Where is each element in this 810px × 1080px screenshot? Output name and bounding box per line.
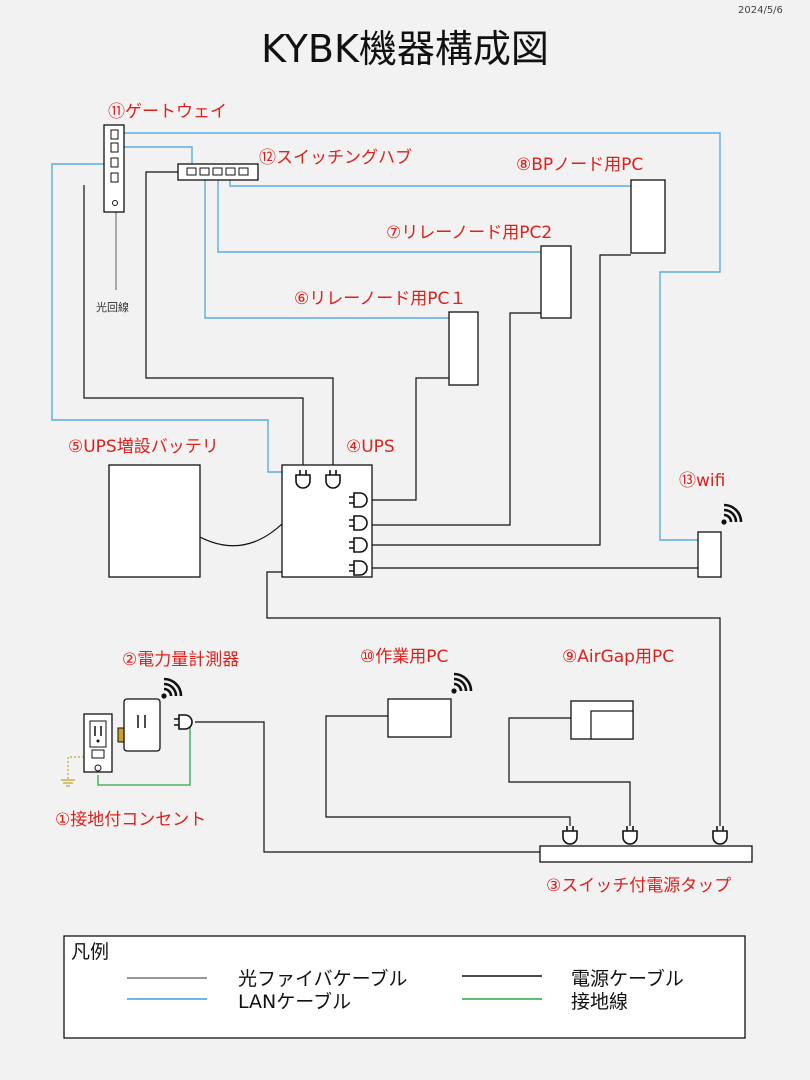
hub-port: [238, 167, 249, 176]
label-ups: ④UPS: [346, 437, 395, 457]
legend: 凡例 光ファイバケーブル LANケーブル 電源ケーブル 接地線: [63, 935, 746, 1039]
legend-power-label: 電源ケーブル: [571, 967, 684, 990]
label-relay-node-pc2: ⑦リレーノード用PC2: [386, 223, 552, 243]
hub-port: [225, 167, 236, 176]
power-gateway-ups: [83, 185, 304, 470]
gateway-body: [103, 124, 125, 213]
power-meter-device[interactable]: [117, 698, 193, 752]
ground-wires: [61, 725, 191, 787]
grounded-outlet-device[interactable]: [83, 713, 113, 773]
gateway-device[interactable]: [103, 124, 125, 213]
lan-gateway-ups: [51, 163, 282, 473]
strip-plug: [622, 825, 638, 845]
legend-box: [63, 935, 746, 1039]
gateway-fiber-port: [112, 200, 118, 206]
switching-hub-device[interactable]: [177, 163, 259, 181]
lan-hub-bp: [229, 178, 631, 187]
airgap-pc[interactable]: [570, 700, 634, 740]
wifi-icon: [450, 672, 473, 695]
label-work-pc: ⑩作業用PC: [360, 647, 448, 667]
wifi-device[interactable]: [697, 531, 722, 578]
label-relay-node-pc1: ⑥リレーノード用PC１: [294, 289, 466, 309]
power-ups-relay2: [362, 312, 541, 526]
legend-ground-label: 接地線: [571, 991, 628, 1013]
wifi-icon: [160, 677, 183, 700]
relay-node-pc1[interactable]: [448, 311, 479, 386]
hub-port: [212, 167, 223, 176]
airgap-pc-panel: [590, 710, 634, 740]
earth-lead: [67, 756, 88, 780]
gateway-port: [110, 129, 119, 140]
power-cables: [83, 171, 721, 853]
gateway-port: [110, 142, 119, 153]
label-wifi: ⑬wifi: [679, 471, 725, 491]
bp-node-pc[interactable]: [630, 179, 666, 254]
power-ups-bp: [362, 254, 631, 546]
label-ups-battery: ⑤UPS増設バッテリ: [68, 437, 219, 457]
page-title: KYBK機器構成図: [261, 27, 549, 71]
hub-port: [186, 167, 197, 176]
outlet-ground-hole: [96, 739, 100, 743]
fiber-label: 光回線: [96, 300, 129, 314]
label-bp-node-pc: ⑧BPノード用PC: [516, 155, 643, 175]
legend-title: 凡例: [71, 941, 109, 963]
label-power-strip: ③スイッチ付電源タップ: [546, 876, 731, 896]
wifi-icon: [720, 503, 743, 526]
power-meter-strip: [195, 721, 540, 853]
outlet-ground-screw: [94, 764, 102, 772]
label-power-meter: ②電力量計測器: [122, 650, 239, 670]
earth-symbol: [61, 779, 75, 787]
power-airgap-strip: [508, 717, 631, 826]
meter-output-plug: [173, 714, 193, 730]
lan-hub-relay2: [217, 178, 541, 253]
power-ups-strip: [266, 571, 721, 826]
meter-body: [123, 698, 161, 752]
label-outlet: ①接地付コンセント: [55, 810, 206, 830]
label-airgap-pc: ⑨AirGap用PC: [562, 647, 674, 667]
power-strip-body: [539, 845, 753, 863]
gateway-port: [110, 172, 119, 183]
gateway-port: [110, 157, 119, 168]
label-switching-hub: ⑫スイッチングハブ: [259, 147, 412, 168]
strip-plug: [562, 825, 578, 845]
relay-node-pc2[interactable]: [540, 245, 572, 319]
strip-plug: [712, 825, 728, 845]
battery-cable: [187, 521, 285, 547]
power-strip-device[interactable]: [539, 825, 753, 863]
power-work-strip: [325, 715, 571, 826]
legend-fiber-label: 光ファイバケーブル: [238, 967, 407, 990]
outlet-ground-terminal: [91, 749, 105, 759]
ups-battery-device[interactable]: [108, 464, 201, 578]
date-stamp: 2024/5/6: [738, 5, 783, 16]
lan-hub-relay1: [204, 178, 449, 319]
legend-lan-label: LANケーブル: [238, 990, 351, 1013]
work-pc[interactable]: [387, 698, 452, 738]
power-ups-relay1: [362, 377, 449, 501]
lan-cables: [51, 132, 721, 541]
outlet-face: [89, 720, 107, 748]
power-hub-ups: [145, 171, 334, 470]
lan-gateway-wifi: [120, 132, 721, 541]
hub-port: [199, 167, 210, 176]
label-gateway: ⑪ゲートウェイ: [108, 102, 227, 122]
ground-meter-outlet: [97, 725, 191, 786]
ups-device[interactable]: [281, 464, 373, 578]
